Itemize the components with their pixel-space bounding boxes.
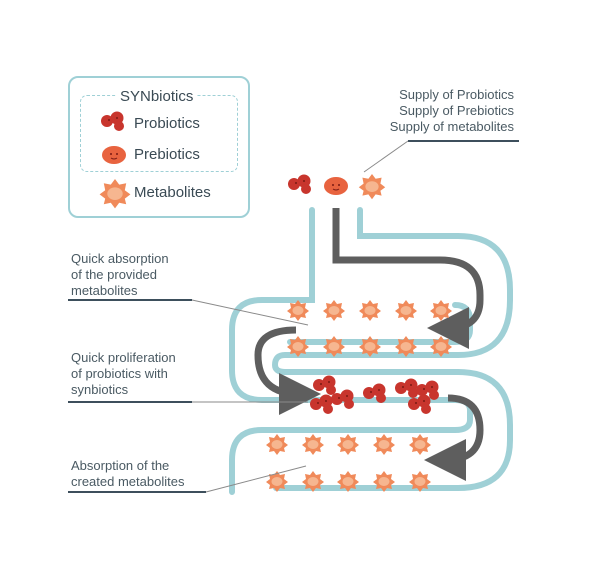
legend-probiotics-label: Probiotics — [134, 115, 200, 132]
supply-metabolites: Supply of metabolites — [389, 119, 514, 134]
callout-absorption-provided: Quick absorption of the provided metabol… — [71, 251, 169, 299]
metabolite-icon — [358, 174, 386, 200]
probiotic-icon — [101, 111, 124, 131]
legend-box — [68, 76, 250, 218]
callout-line: Quick proliferation — [71, 350, 176, 365]
flow-arrows — [254, 208, 484, 481]
supply-probiotics: Supply of Probiotics — [399, 87, 514, 102]
legend-prebiotics-label: Prebiotics — [134, 146, 200, 163]
prebiotic-icon — [323, 176, 349, 196]
prebiotic-icon — [101, 145, 127, 165]
supply-text: Supply of Probiotics Supply of Prebiotic… — [314, 87, 514, 135]
leader-lines — [68, 140, 519, 493]
callout-line: Absorption of the — [71, 458, 170, 473]
legend-metabolites-label: Metabolites — [134, 184, 211, 201]
probiotic-cluster — [310, 375, 439, 414]
callout-line: created metabolites — [71, 474, 185, 489]
supply-prebiotics: Supply of Prebiotics — [399, 103, 514, 118]
callout-line: of the provided — [71, 267, 158, 282]
callout-line: synbiotics — [71, 382, 129, 397]
callout-line: Quick absorption — [71, 251, 169, 266]
callout-absorption-created: Absorption of the created metabolites — [71, 458, 184, 490]
callout-line: metabolites — [71, 283, 138, 298]
metabolite-icon — [99, 179, 131, 209]
metabolite-row-created — [266, 434, 431, 492]
probiotic-icon — [288, 174, 311, 194]
metabolite-row-provided — [287, 300, 452, 357]
legend-title: SYNbiotics — [116, 88, 198, 105]
callout-proliferation: Quick proliferation of probiotics with s… — [71, 350, 176, 398]
callout-line: of probiotics with — [71, 366, 168, 381]
